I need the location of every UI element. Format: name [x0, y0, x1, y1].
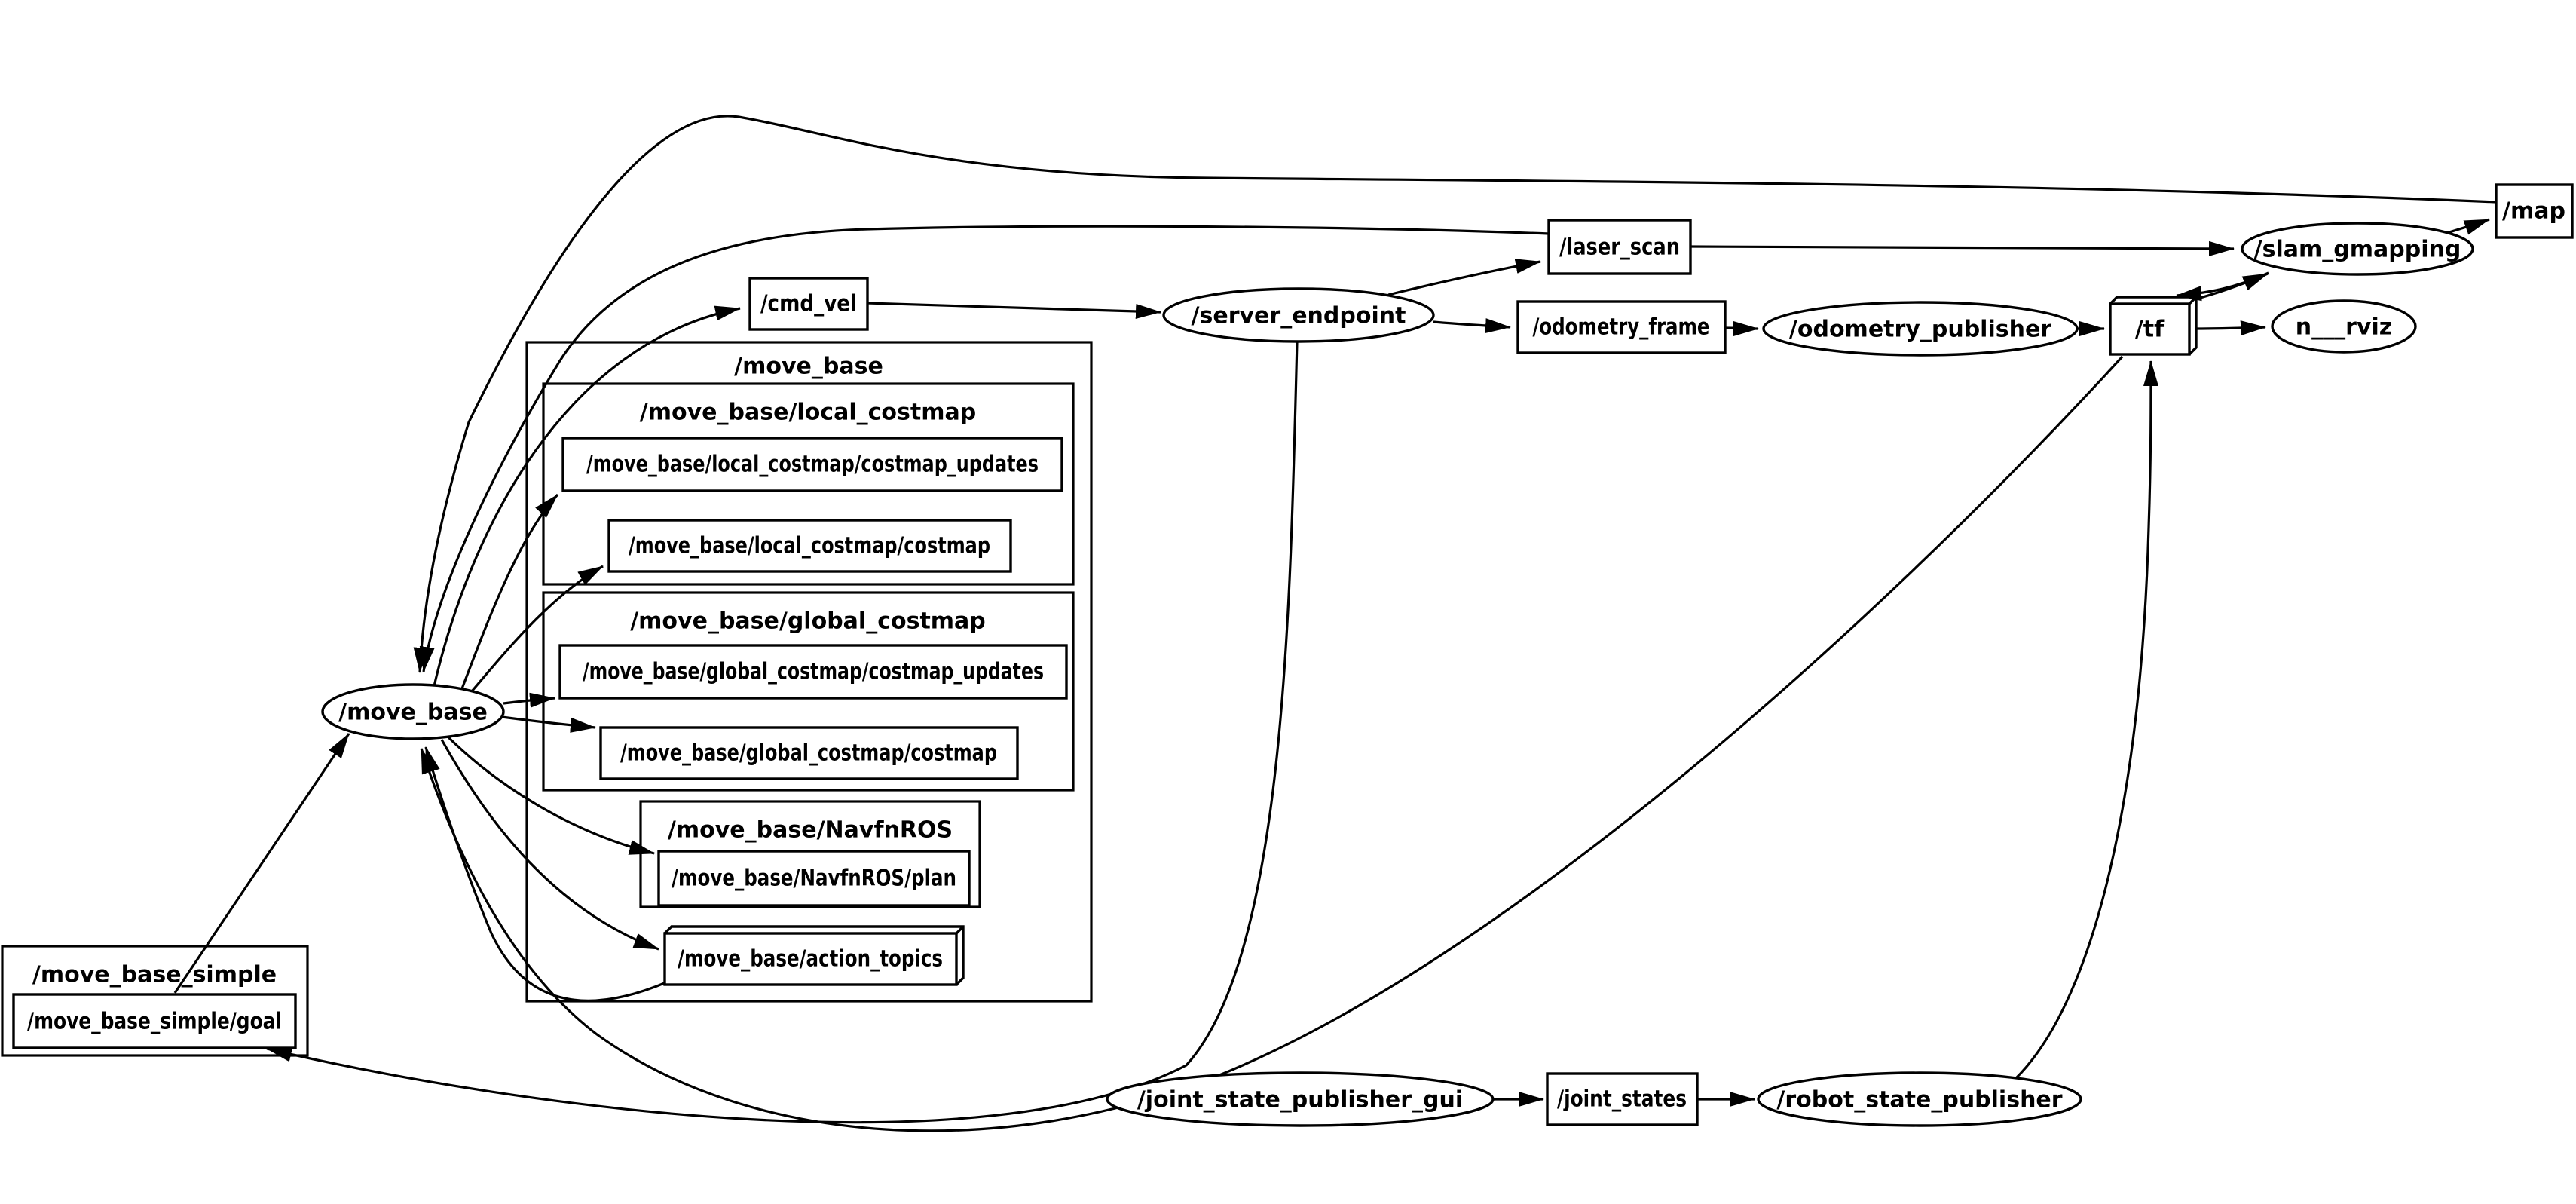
edge-goal-to-move-base [173, 733, 350, 994]
topic-local-costmap-label: /move_base/local_costmap/costmap [629, 533, 990, 559]
edge-tf-to-move-base [420, 355, 2124, 1132]
topic-tf-bevel [2109, 296, 2198, 356]
edge-move-base-to-navfn-plan [446, 735, 655, 855]
topic-laser-scan[interactable]: /laser_scan [1547, 219, 1692, 275]
topic-global-costmap-updates[interactable]: /move_base/global_costmap/costmap_update… [558, 644, 1068, 700]
edge-move-base-to-action-topics [440, 739, 659, 951]
topic-global-costmap-updates-label: /move_base/global_costmap/costmap_update… [583, 659, 1044, 685]
topic-local-costmap-updates[interactable]: /move_base/local_costmap/costmap_updates [561, 437, 1063, 492]
node-rviz[interactable]: n___rviz [2271, 299, 2417, 354]
topic-map-box[interactable] [2495, 183, 2574, 239]
edge-move-base-to-global-costmap [501, 715, 596, 733]
topic-global-costmap-updates-box[interactable] [558, 644, 1068, 700]
node-move-base-ellipse[interactable] [321, 683, 505, 740]
node-robot-state-publisher[interactable]: /robot_state_publisher [1757, 1071, 2082, 1127]
edge-map-to-move-base [413, 115, 2497, 673]
edge-tf-to-rviz [2195, 320, 2266, 336]
edge-server-endpoint-to-laser-scan [1387, 259, 1541, 296]
topic-joint-states-box[interactable] [1546, 1072, 1699, 1126]
edge-move-base-to-global-costmap-updates [503, 692, 555, 708]
topic-tf-box[interactable] [2109, 302, 2191, 356]
cluster-global-costmap: /move_base/global_costmap [542, 591, 1075, 792]
topic-cmd-vel-box[interactable] [748, 277, 869, 331]
topic-local-costmap-updates-box[interactable] [561, 437, 1063, 492]
cluster-move-base: /move_base [525, 341, 1093, 1003]
cluster-local-costmap: /move_base/local_costmap [542, 382, 1075, 586]
topic-local-costmap[interactable]: /move_base/local_costmap/costmap [607, 519, 1012, 573]
topic-odometry-frame-label: /odometry_frame [1533, 314, 1710, 341]
node-slam-gmapping[interactable]: /slam_gmapping [2241, 222, 2474, 276]
node-robot-state-publisher-label: /robot_state_publisher [1776, 1087, 2062, 1114]
node-server-endpoint-ellipse[interactable] [1162, 287, 1435, 343]
topic-global-costmap-box[interactable] [599, 726, 1019, 780]
topic-odometry-frame[interactable]: /odometry_frame [1516, 300, 1727, 354]
topic-map-label: /map [2502, 198, 2565, 225]
topic-move-base-simple-goal-label: /move_base_simple/goal [27, 1009, 282, 1035]
cluster-move-base-simple-border [1, 945, 309, 1057]
node-joint-state-publisher-gui-label: /joint_state_publisher_gui [1137, 1087, 1463, 1114]
cluster-global-costmap-label: /move_base/global_costmap [630, 608, 986, 635]
node-joint-state-publisher-gui[interactable]: /joint_state_publisher_gui [1106, 1071, 1495, 1127]
topic-map[interactable]: /map [2495, 183, 2574, 239]
edge-laser-scan-to-slam-gmapping [1690, 240, 2235, 256]
topic-action-topics-bevel [663, 925, 965, 986]
cluster-move-base-label: /move_base [734, 354, 883, 380]
cluster-navfn-label: /move_base/NavfnROS [668, 817, 953, 844]
topic-global-costmap[interactable]: /move_base/global_costmap/costmap [599, 726, 1019, 780]
topic-move-base-simple-goal[interactable]: /move_base_simple/goal [12, 993, 297, 1049]
node-server-endpoint-label: /server_endpoint [1192, 303, 1406, 329]
topic-cmd-vel[interactable]: /cmd_vel [748, 277, 869, 331]
topic-joint-states[interactable]: /joint_states [1546, 1072, 1699, 1126]
node-slam-gmapping-ellipse[interactable] [2241, 222, 2474, 276]
node-move-base-label: /move_base [338, 700, 488, 726]
topic-joint-states-label: /joint_states [1557, 1086, 1687, 1113]
node-odometry-publisher-ellipse[interactable] [1762, 301, 2079, 357]
edge-odometry-frame-to-odometry-publisher [1724, 320, 1759, 336]
node-joint-state-publisher-gui-ellipse[interactable] [1106, 1071, 1495, 1127]
topic-tf[interactable]: /tf [2109, 296, 2198, 356]
node-rviz-label: n___rviz [2296, 314, 2392, 341]
edge-move-base-to-local-costmap [466, 565, 604, 698]
edge-tf-to-slam-gmapping [2194, 272, 2269, 301]
topic-action-topics[interactable]: /move_base/action_topics [663, 925, 965, 986]
topic-action-topics-box[interactable] [663, 932, 958, 986]
cluster-move-base-simple: /move_base_simple [1, 945, 309, 1057]
topic-move-base-simple-goal-box[interactable] [12, 993, 297, 1049]
topic-laser-scan-box[interactable] [1547, 219, 1692, 275]
edge-robot-state-publisher-to-tf [2014, 360, 2158, 1080]
node-move-base[interactable]: /move_base [321, 683, 505, 740]
node-robot-state-publisher-ellipse[interactable] [1757, 1071, 2082, 1127]
topic-local-costmap-updates-label: /move_base/local_costmap/costmap_updates [586, 452, 1039, 478]
topic-navfn-plan[interactable]: /move_base/NavfnROS/plan [657, 850, 971, 907]
topic-navfn-plan-label: /move_base/NavfnROS/plan [672, 865, 956, 892]
node-slam-gmapping-label: /slam_gmapping [2254, 237, 2461, 263]
cluster-global-costmap-border [542, 591, 1075, 792]
topic-laser-scan-label: /laser_scan [1559, 234, 1680, 261]
topic-tf-label: /tf [2135, 317, 2165, 343]
edge-server-endpoint-to-goal [266, 341, 1299, 1124]
topic-action-topics-label: /move_base/action_topics [678, 946, 943, 973]
node-odometry-publisher[interactable]: /odometry_publisher [1762, 301, 2079, 357]
node-rviz-ellipse[interactable] [2271, 299, 2417, 354]
edge-action-topics-to-move-base [424, 746, 667, 1002]
topic-navfn-plan-box[interactable] [657, 850, 971, 907]
cluster-local-costmap-border [542, 382, 1075, 586]
edge-move-base-to-cmd-vel [433, 305, 741, 687]
cluster-move-base-border [525, 341, 1093, 1003]
edge-laser-scan-to-move-base [419, 225, 1550, 672]
topic-global-costmap-label: /move_base/global_costmap/costmap [620, 740, 997, 767]
topic-odometry-frame-box[interactable] [1516, 300, 1727, 354]
topic-local-costmap-box[interactable] [607, 519, 1012, 573]
edges [173, 115, 2497, 1132]
cluster-move-base-simple-label: /move_base_simple [32, 962, 277, 988]
edge-cmd-vel-to-server-endpoint [867, 302, 1161, 319]
topic-cmd-vel-label: /cmd_vel [760, 291, 857, 317]
cluster-local-costmap-label: /move_base/local_costmap [640, 400, 976, 426]
edge-server-endpoint-to-odometry-frame [1433, 318, 1511, 334]
edge-move-base-to-local-costmap-updates [460, 493, 559, 691]
node-odometry-publisher-label: /odometry_publisher [1789, 317, 2051, 343]
node-server-endpoint[interactable]: /server_endpoint [1162, 287, 1435, 343]
